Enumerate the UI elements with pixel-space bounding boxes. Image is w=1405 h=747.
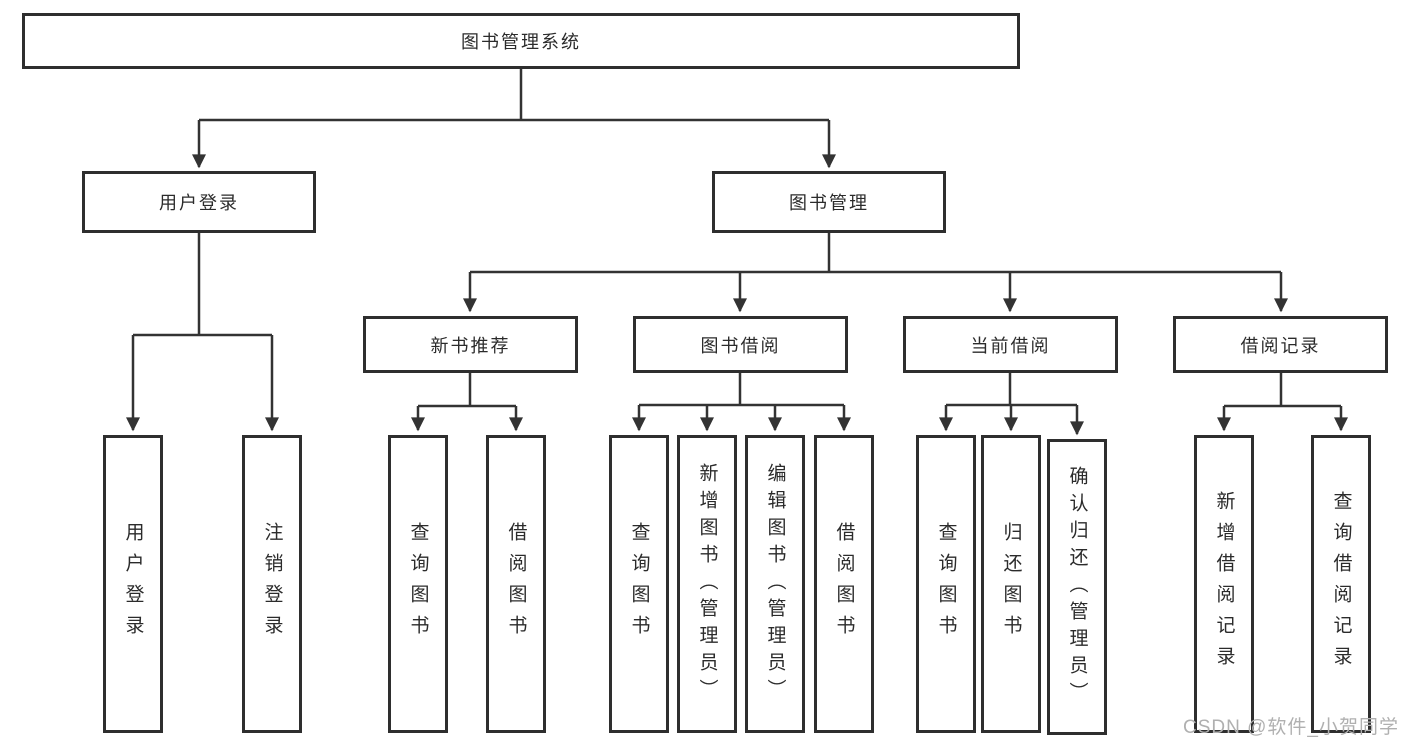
node-new-book-recommend: 新书推荐 xyxy=(363,316,578,373)
node-book-management: 图书管理 xyxy=(712,171,946,233)
leaf-borrow-books: 借阅图书 xyxy=(814,435,874,733)
leaf-label: 编辑图书（管理员） xyxy=(764,462,786,706)
leaf-label: 查询图书 xyxy=(935,522,957,646)
leaf-label: 借阅图书 xyxy=(505,522,527,646)
node-library-system: 图书管理系统 xyxy=(22,13,1020,69)
node-label: 借阅记录 xyxy=(1240,335,1321,356)
leaf-label: 查询借阅记录 xyxy=(1330,491,1352,677)
leaf-label: 确认归还（管理员） xyxy=(1066,465,1088,709)
leaf-query-books-recommend: 查询图书 xyxy=(388,435,448,733)
leaf-return-books: 归还图书 xyxy=(981,435,1041,733)
leaf-label: 用户登录 xyxy=(122,522,144,646)
node-label: 当前借阅 xyxy=(970,335,1051,356)
leaf-query-books-borrowing: 查询图书 xyxy=(609,435,669,733)
leaf-confirm-return-admin: 确认归还（管理员） xyxy=(1047,439,1107,735)
leaf-edit-book-admin: 编辑图书（管理员） xyxy=(745,435,805,733)
node-label: 图书借阅 xyxy=(700,335,781,356)
leaf-borrow-books-recommend: 借阅图书 xyxy=(486,435,546,733)
node-book-borrowing: 图书借阅 xyxy=(633,316,848,373)
watermark: CSDN @软件_小贺同学 xyxy=(1183,717,1399,738)
leaf-add-book-admin: 新增图书（管理员） xyxy=(677,435,737,733)
node-label: 用户登录 xyxy=(159,193,239,213)
node-label: 新书推荐 xyxy=(430,335,511,356)
leaf-add-borrow-record: 新增借阅记录 xyxy=(1194,435,1254,733)
node-borrowing-records: 借阅记录 xyxy=(1173,316,1388,373)
node-label: 图书管理 xyxy=(789,193,869,213)
leaf-label: 查询图书 xyxy=(407,522,429,646)
node-label: 图书管理系统 xyxy=(461,32,581,52)
connector-arrows xyxy=(126,120,1348,436)
leaf-label: 查询图书 xyxy=(628,522,650,646)
leaf-query-books-current: 查询图书 xyxy=(916,435,976,733)
leaf-label: 新增借阅记录 xyxy=(1213,491,1235,677)
leaf-user-login: 用户登录 xyxy=(103,435,163,733)
leaf-logout: 注销登录 xyxy=(242,435,302,733)
node-user-login-group: 用户登录 xyxy=(82,171,316,233)
leaf-label: 归还图书 xyxy=(1000,522,1022,646)
connector-trunks xyxy=(133,69,1341,408)
leaf-label: 新增图书（管理员） xyxy=(696,462,718,706)
leaf-label: 注销登录 xyxy=(261,522,283,646)
node-current-borrowing: 当前借阅 xyxy=(903,316,1118,373)
leaf-label: 借阅图书 xyxy=(833,522,855,646)
leaf-query-borrow-record: 查询借阅记录 xyxy=(1311,435,1371,733)
